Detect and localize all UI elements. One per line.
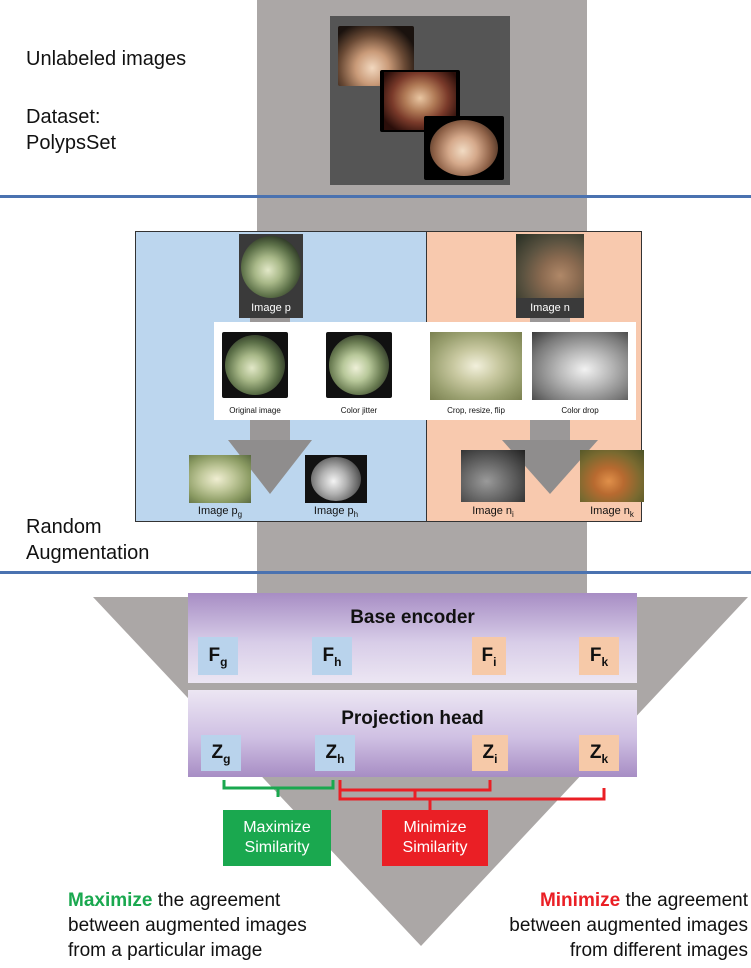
minimize-description: Minimize the agreement between augmented… [440, 888, 748, 963]
augmentation-strip: Original image Color jitter Crop, resize… [214, 322, 636, 420]
minimize-line1: Minimize [403, 819, 467, 836]
maximize-line-2: between augmented images [68, 915, 307, 936]
output-zh: Zh [315, 735, 355, 771]
aug-caption-color-drop: Color drop [561, 406, 599, 415]
image-pg-caption: Image pg [197, 505, 243, 520]
maximize-similarity-box: Maximize Similarity [223, 810, 331, 866]
unlabeled-images-label: Unlabeled images [26, 46, 186, 72]
aug-caption-color-jitter: Color jitter [340, 406, 378, 415]
base-encoder-box: Base encoder Fg Fh Fi Fk [188, 593, 637, 683]
projection-head-box: Projection head Zg Zh Zi Zk [188, 690, 637, 777]
image-p: Image p [239, 234, 303, 318]
base-encoder-title: Base encoder [350, 607, 475, 628]
minimize-keyword: Minimize [539, 890, 621, 911]
output-zi: Zi [472, 735, 508, 771]
augmentation-box [135, 231, 642, 522]
random-augmentation-label: Random Augmentation [26, 514, 149, 566]
aug-color-drop-image [532, 332, 628, 400]
aug-color-jitter-image [326, 332, 392, 398]
image-pg [189, 455, 251, 503]
maximize-keyword: Maximize [68, 890, 153, 911]
minimize-rest: the agreement [620, 890, 748, 911]
dataset-name: PolypsSet [26, 132, 117, 154]
output-zg: Zg [201, 735, 241, 771]
feature-fh: Fh [312, 637, 352, 675]
minimize-line-2: between augmented images [509, 915, 748, 936]
aug-caption-crop: Crop, resize, flip [447, 406, 505, 415]
minimize-similarity-box: Minimize Similarity [382, 810, 488, 866]
feature-fk: Fk [579, 637, 619, 675]
maximize-line1: Maximize [243, 819, 311, 836]
image-ph-caption: Image ph [313, 505, 359, 520]
image-nk-caption: Image nk [590, 505, 634, 520]
random-augmentation-line1: Random [26, 516, 102, 538]
feature-fi: Fi [472, 637, 506, 675]
image-ni [461, 450, 525, 502]
minimize-line-3: from different images [569, 940, 748, 961]
feature-fg: Fg [198, 637, 238, 675]
aug-caption-original: Original image [229, 406, 281, 415]
image-p-caption: Image p [251, 302, 291, 314]
image-ph [305, 455, 367, 503]
image-n: Image n [516, 234, 584, 318]
maximize-rest: the agreement [152, 890, 281, 911]
projection-head-title: Projection head [341, 708, 484, 729]
minimize-line2: Similarity [402, 839, 468, 856]
random-augmentation-line2: Augmentation [26, 542, 150, 564]
image-ni-caption: Image ni [472, 505, 514, 520]
maximize-description: Maximize the agreement between augmented… [68, 888, 368, 963]
dataset-label: Dataset: PolypsSet [26, 104, 116, 156]
dataset-image-3 [424, 116, 504, 180]
maximize-line2: Similarity [244, 839, 310, 856]
divider-middle [0, 571, 751, 574]
maximize-line-3: from a particular image [68, 940, 263, 961]
output-zk: Zk [579, 735, 619, 771]
image-n-caption: Image n [530, 302, 570, 314]
dataset-image-panel [330, 16, 510, 185]
aug-crop-image [430, 332, 522, 400]
unlabeled-title: Unlabeled images [26, 48, 187, 70]
image-nk [580, 450, 644, 502]
dataset-label-text: Dataset: [26, 106, 101, 128]
aug-original-image [222, 332, 288, 398]
divider-top [0, 195, 751, 198]
